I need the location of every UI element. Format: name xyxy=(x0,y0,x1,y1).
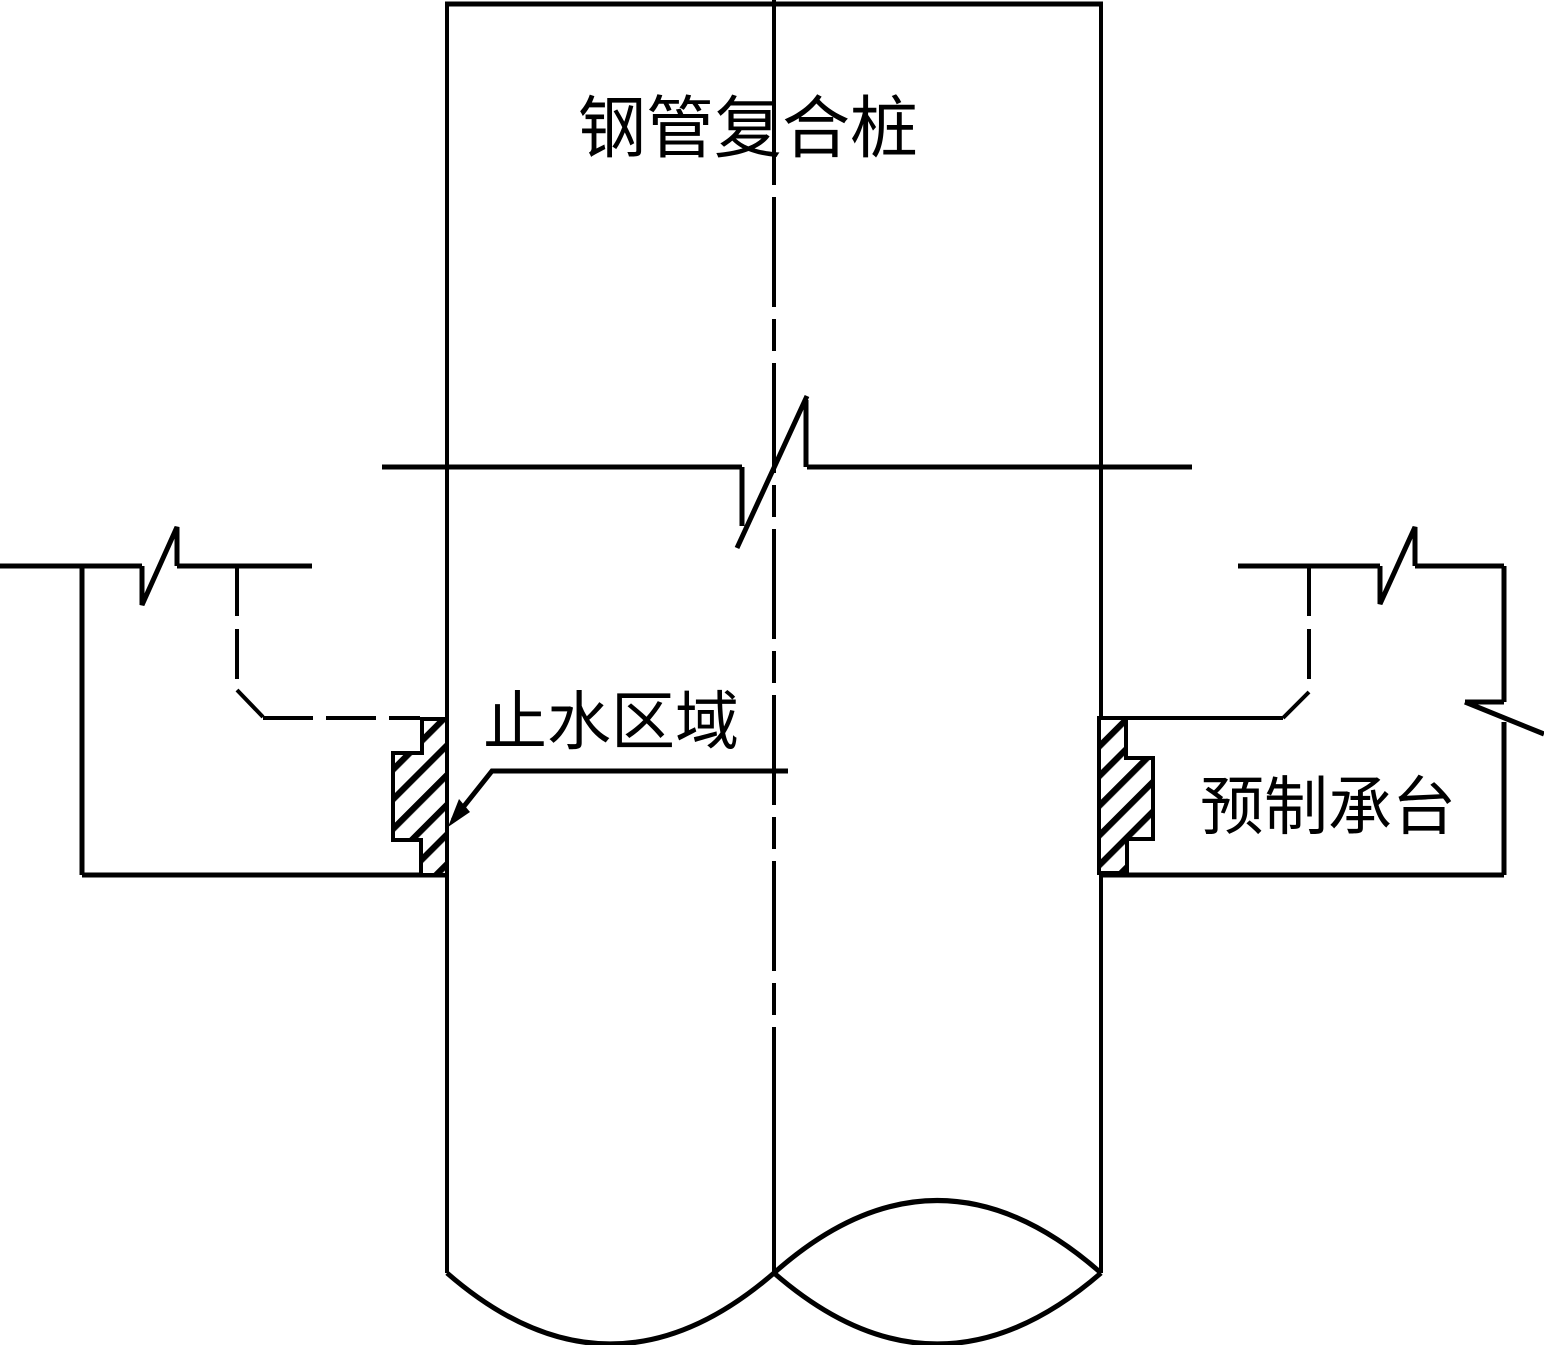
ground-line-right xyxy=(1238,525,1504,606)
waterstop-hatch-right xyxy=(1097,716,1155,875)
pile-bottom-break-arcs xyxy=(445,1198,1103,1345)
cap-label: 预制承台 xyxy=(1200,772,1456,843)
leader-arrowhead xyxy=(448,799,470,827)
bottom-arc-left xyxy=(445,1271,776,1345)
hidden-line-chamfer xyxy=(235,688,265,719)
cap-outline-left xyxy=(79,566,448,878)
waterstop-hatch-left xyxy=(391,717,449,877)
leader-polyline xyxy=(451,768,788,822)
bottom-arc-right-upper xyxy=(772,1198,1103,1275)
zigzag-break-symbol xyxy=(1377,525,1418,606)
zigzag-break-symbol xyxy=(139,525,180,607)
pile-label: 钢管复合桩 xyxy=(578,91,918,167)
pile-break-mark xyxy=(382,394,1192,550)
hidden-opening-line-left xyxy=(235,566,420,720)
zigzag-break-symbol xyxy=(734,394,810,550)
cap-edge-break-mark xyxy=(1464,699,1544,737)
ground-line-left xyxy=(0,525,312,607)
cap-outline-right xyxy=(1099,566,1544,878)
hidden-opening-line-right xyxy=(1126,566,1311,720)
bottom-arc-right-lower xyxy=(772,1271,1103,1345)
waterstop-label: 止水区域 xyxy=(483,687,739,758)
leader-line xyxy=(448,768,788,827)
hidden-line-chamfer xyxy=(1281,690,1311,720)
